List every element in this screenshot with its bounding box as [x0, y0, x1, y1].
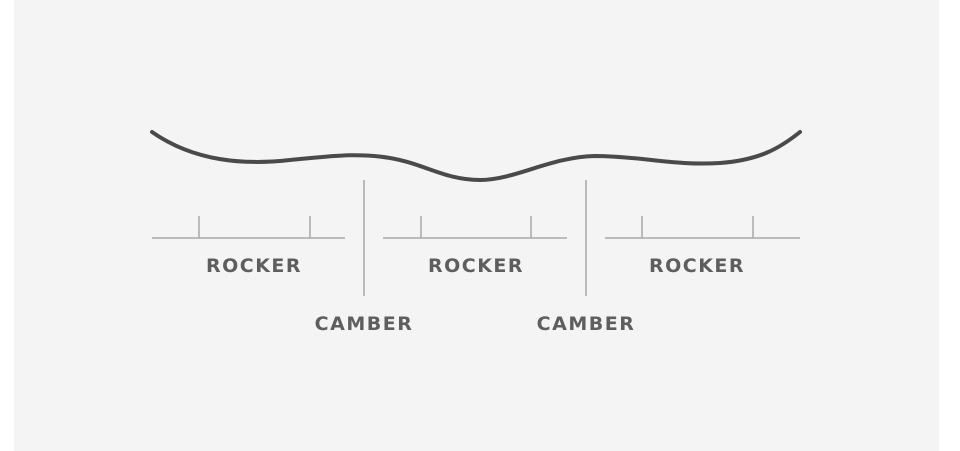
- rocker-label: ROCKER: [649, 255, 745, 277]
- rocker-zone-right: ROCKER: [605, 216, 800, 277]
- camber-label: CAMBER: [315, 313, 414, 335]
- rocker-label: ROCKER: [428, 255, 524, 277]
- rocker-zone-left: ROCKER: [152, 216, 345, 277]
- camber-divider-left: CAMBER: [315, 180, 414, 335]
- rocker-label: ROCKER: [206, 255, 302, 277]
- rocker-zone-center: ROCKER: [383, 216, 567, 277]
- camber-label: CAMBER: [537, 313, 636, 335]
- board-profile-curve: [150, 130, 802, 183]
- camber-divider-right: CAMBER: [537, 180, 636, 335]
- diagram-panel: [14, 0, 939, 451]
